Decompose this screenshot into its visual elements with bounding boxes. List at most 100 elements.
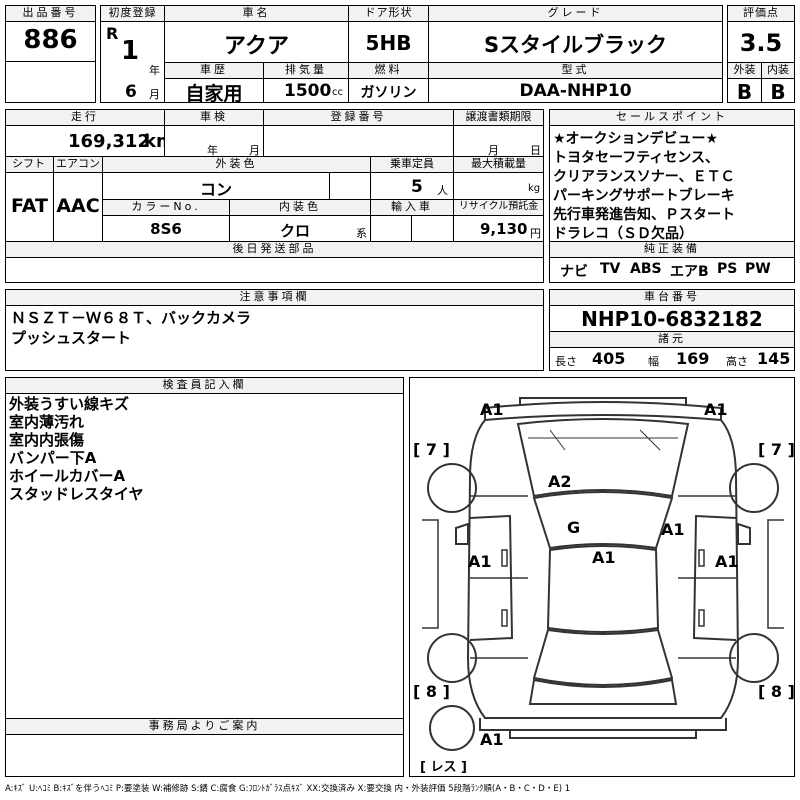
grade-cell: Sスタイルブラック bbox=[428, 21, 723, 63]
mark-front-left: A1 bbox=[480, 400, 504, 419]
int-color: クロ bbox=[280, 222, 311, 240]
fuel-label: 燃料 bbox=[348, 62, 429, 79]
width-label: 幅 bbox=[648, 355, 659, 368]
aircon-cell: AAC bbox=[53, 172, 103, 242]
fuel-cell: ガソリン bbox=[348, 78, 429, 103]
displacement: 1500 bbox=[284, 81, 332, 101]
shift-label: シフト bbox=[5, 156, 54, 173]
sales-point-line: パーキングサポートブレーキ bbox=[553, 188, 735, 204]
model-cell: DAA-NHP10 bbox=[428, 78, 723, 103]
door-type: 5HB bbox=[365, 31, 412, 55]
import-label: 輸入車 bbox=[370, 199, 454, 216]
int-grade-cell: B bbox=[761, 78, 795, 103]
car-name-cell: アクア bbox=[164, 21, 349, 63]
door-cell: 5HB bbox=[348, 21, 429, 63]
displacement-unit: cc bbox=[332, 87, 343, 98]
note-line: プッシュスタート bbox=[11, 329, 132, 347]
grade-label: グレード bbox=[428, 5, 723, 22]
history-label: 車歴 bbox=[164, 62, 264, 79]
displacement-label: 排気量 bbox=[263, 62, 349, 79]
inspector-line: 外装うすい線キズ bbox=[9, 395, 130, 413]
mileage-unit: km bbox=[144, 131, 164, 152]
specs-label: 諸元 bbox=[549, 331, 795, 348]
aircon-label: エアコン bbox=[53, 156, 103, 173]
car-name-label: 車名 bbox=[164, 5, 349, 22]
ext-color-blank bbox=[329, 172, 371, 200]
int-color-cell: クロ 系 bbox=[229, 215, 371, 242]
inspector-line: スタッドレスタイヤ bbox=[9, 485, 144, 503]
registration-cell[interactable] bbox=[263, 125, 454, 157]
first-reg-cell: R 1 年 6 月 bbox=[100, 21, 165, 103]
capacity-label: 乗車定員 bbox=[370, 156, 454, 173]
int-grade-label: 内装 bbox=[761, 62, 795, 79]
model-code: DAA-NHP10 bbox=[519, 81, 632, 101]
import-cell-b bbox=[411, 215, 454, 242]
office-cell bbox=[5, 734, 404, 777]
tire-front-right: [ 7 ] bbox=[758, 440, 795, 459]
height: 145 bbox=[757, 349, 791, 368]
equipment-item: PW bbox=[745, 261, 771, 277]
int-color-label: 内装色 bbox=[229, 199, 371, 216]
inspector-list: 外装うすい線キズ 室内薄汚れ 室内内張傷 バンパー下A ホイールカバーA スタッ… bbox=[5, 393, 404, 719]
mileage: 169,312 bbox=[68, 131, 150, 152]
recycle-unit: 円 bbox=[530, 227, 541, 240]
max-load-label: 最大積載量 bbox=[453, 156, 544, 173]
first-reg-label: 初度登録 bbox=[100, 5, 165, 22]
recycle-label: リサイクル預託金 bbox=[453, 199, 544, 216]
height-label: 高さ bbox=[726, 355, 748, 368]
color-no-label: カラーNo. bbox=[102, 199, 230, 216]
mark-right-side: A1 bbox=[715, 552, 739, 571]
shift: FAT bbox=[11, 195, 48, 217]
notes-list: ＮＳＺＴ－Ｗ６８Ｔ、バックカメラ プッシュスタート bbox=[5, 305, 544, 371]
mark-roof: A1 bbox=[592, 548, 616, 567]
mark-rear: A1 bbox=[480, 730, 504, 749]
door-label: ドア形状 bbox=[348, 5, 429, 22]
sales-points-label: セールスポイント bbox=[549, 109, 795, 126]
legend: A:ｷｽﾞ U:ﾍｺﾐ B:ｷｽﾞを伴うﾍｺﾐ P:要塗装 W:補修跡 S:錆 … bbox=[5, 784, 571, 794]
width: 169 bbox=[676, 349, 710, 368]
ext-grade-label: 外装 bbox=[727, 62, 762, 79]
mark-windshield-right: A1 bbox=[661, 520, 685, 539]
inspection-month-unit: 月 bbox=[249, 144, 260, 157]
mileage-cell: 169,312 km bbox=[5, 125, 165, 157]
import-cell-a bbox=[370, 215, 412, 242]
sales-point-line: ★オークションデビュー★ bbox=[553, 131, 719, 147]
month-unit: 月 bbox=[149, 88, 160, 101]
tire-front-left: [ 7 ] bbox=[413, 440, 450, 459]
displacement-cell: 1500 cc bbox=[263, 78, 349, 103]
notes-label: 注意事項欄 bbox=[5, 289, 544, 306]
year-unit: 年 bbox=[149, 64, 160, 77]
shift-cell: FAT bbox=[5, 172, 54, 242]
ext-color-label: 外装色 bbox=[102, 156, 371, 173]
car-diagram-svg bbox=[422, 397, 784, 751]
length-label: 長さ bbox=[555, 355, 577, 368]
inspector-line: バンパー下A bbox=[9, 449, 97, 467]
rating-label: 評価点 bbox=[727, 5, 795, 22]
inspector-line: 室内薄汚れ bbox=[9, 413, 85, 431]
equipment-label: 純正装備 bbox=[549, 241, 795, 258]
fuel: ガソリン bbox=[360, 85, 417, 101]
sales-point-line: ドラレコ（ＳＤ欠品） bbox=[553, 226, 693, 242]
first-reg-year: 1 bbox=[121, 36, 140, 66]
mark-hood: A2 bbox=[548, 472, 572, 491]
first-reg-month: 6 bbox=[125, 82, 137, 102]
max-load-cell: kg bbox=[453, 172, 544, 200]
sales-point-line: 先行車発進告知、Ｐスタート bbox=[553, 207, 735, 223]
aircon: AAC bbox=[56, 195, 100, 217]
deadline-day-unit: 日 bbox=[530, 144, 541, 157]
int-color-unit: 系 bbox=[356, 227, 367, 240]
mark-left-side: A1 bbox=[468, 552, 492, 571]
capacity: 5 bbox=[411, 177, 423, 197]
transfer-deadline-label: 譲渡書類期限 bbox=[453, 109, 544, 126]
capacity-unit: 人 bbox=[437, 184, 448, 197]
ext-color: コン bbox=[199, 180, 232, 199]
color-no: 8S6 bbox=[150, 220, 182, 238]
length: 405 bbox=[592, 349, 626, 368]
lot-number: 886 bbox=[23, 25, 78, 55]
office-label: 事務局よりご案内 bbox=[5, 718, 404, 735]
rating-cell: 3.5 bbox=[727, 21, 795, 63]
mark-windshield: G bbox=[567, 518, 581, 537]
spare-tire: [ レス ] bbox=[420, 760, 467, 775]
max-load-unit: kg bbox=[528, 183, 541, 194]
later-parts-cell bbox=[5, 257, 544, 283]
